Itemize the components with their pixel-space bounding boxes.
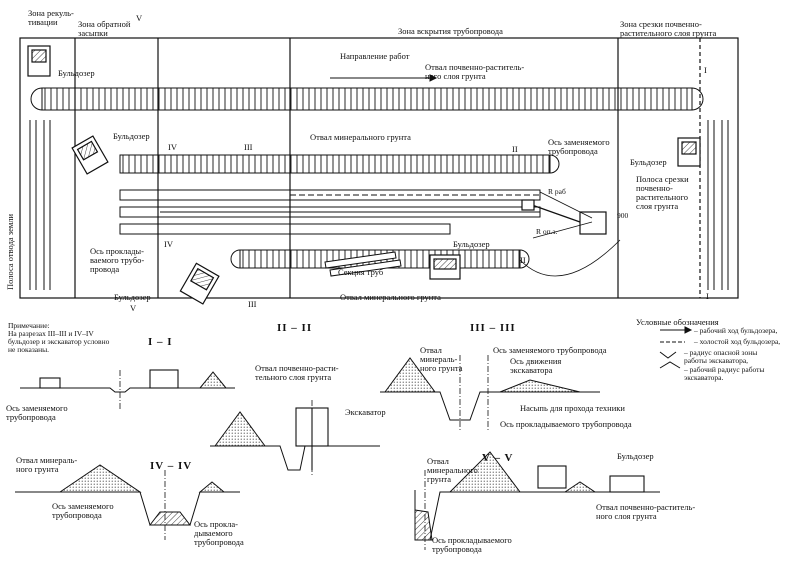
section-1-title: I – I (148, 336, 173, 348)
section-4-dump: Отвал минераль- ного грунта (16, 455, 78, 474)
bulldozer-label-2: Бульдозер (113, 131, 150, 141)
trench-lines (119, 189, 541, 235)
mark-I-top: I (704, 65, 707, 75)
mark-V-top: V (136, 13, 143, 23)
excavator-plan (521, 199, 607, 235)
section-3-laid: Ось прокладываемого трубопровода (500, 419, 632, 429)
section-5-laid: Ось прокладываемого трубопровода (432, 535, 512, 554)
bulldozer-label-1: Бульдозер (58, 68, 95, 78)
section-4-laid: Ось прокла- дываемого трубопровода (194, 519, 244, 547)
radius-arcs (519, 191, 621, 277)
note-text: Примечание: На разрезах III–III и IV–IV … (8, 321, 110, 354)
cross-section-mounds (58, 357, 597, 541)
replaced-axis-label: Ось заменяемого трубопровода (548, 137, 610, 156)
section-3-title: III – III (470, 322, 516, 334)
bulldozer-label-5: Бульдозер (114, 292, 151, 302)
topsoil-dump-strip (30, 87, 704, 111)
work-direction-label: Направление работ (340, 51, 410, 61)
mark-II-top: II (512, 144, 518, 154)
topsoil-dump-label: Отвал почвенно-раститель- ного слоя грун… (425, 62, 525, 81)
mark-IV-top: IV (168, 142, 177, 152)
legend-title: Условные обозначения (636, 317, 719, 327)
legend-work-radius: – рабочий радиус работы экскаватора. (684, 365, 765, 382)
section-5-bulldozer: Бульдозер (617, 451, 654, 461)
bulldozer-label-3: Бульдозер (630, 157, 667, 167)
pipe-section (324, 251, 402, 277)
plan-frame (19, 37, 739, 299)
bulldozer-right (677, 137, 701, 167)
bulldozer-center (429, 254, 461, 280)
r-danger-label: R оп.з. (536, 227, 558, 236)
zone-topsoil-cut: Зона срезки почвенно- растительного слоя… (620, 19, 717, 38)
section-1-axis: Ось заменяемого трубопровода (6, 403, 68, 422)
section-4-title: IV – IV (150, 460, 193, 472)
section-2-excavator: Экскаватор (345, 407, 386, 417)
legend-idle-run: – холостой ход бульдозера, (694, 337, 781, 346)
section-3-move-axis: Ось движения экскаватора (510, 356, 562, 375)
zone-recultivation: Зона рекуль- тивации (28, 8, 74, 27)
section-3-dump: Отвал минераль- ного грунта (420, 345, 463, 373)
laid-axis-label: Ось проклады- ваемого трубо- провода (90, 246, 145, 274)
mark-V-bottom: V (130, 303, 137, 313)
bulldozer-left-angle (71, 135, 109, 175)
mark-III-bottom: III (248, 299, 257, 309)
pipe-section-label: Секция труб (338, 267, 384, 277)
right-of-way-label: Полоса отвода земли (5, 213, 15, 290)
bulldozer-top-left (27, 45, 51, 77)
r-work-label: R раб (548, 187, 566, 196)
section-5-dump: Отвал минерального грунта (427, 456, 478, 484)
mineral-dump-upper-strip (119, 154, 560, 174)
section-5-title: V – V (482, 452, 514, 464)
mark-II-bottom: II (520, 255, 526, 265)
mark-I-bottom: I (706, 291, 709, 301)
bulldozer-label-4: Бульдозер (453, 239, 490, 249)
section-3-replaced: Ось заменяемого трубопровода (493, 345, 607, 355)
recultivation-stripes (29, 120, 729, 290)
direction-arrow (330, 74, 438, 82)
mineral-dump-top-label: Отвал минерального грунта (310, 132, 411, 142)
mark-III-top: III (244, 142, 253, 152)
zone-backfill: Зона обратной засыпки (78, 19, 131, 38)
strip-label: Полоса срезки почвенно- растительного сл… (636, 174, 689, 211)
section-2-dump: Отвал почвенно-расти- тельного слоя грун… (255, 363, 339, 382)
bulldozer-bottom (179, 262, 220, 305)
zone-opening: Зона вскрытия трубопровода (398, 26, 503, 36)
section-5-topsoil: Отвал почвенно-раститель- ного слоя грун… (596, 502, 696, 521)
section-2-title: II – II (277, 322, 313, 334)
section-4-replaced: Ось заменяемого трубопровода (52, 501, 114, 520)
mineral-dump-bottom-label: Отвал минерального грунта (340, 292, 441, 302)
axis-lines (119, 355, 489, 550)
section-3-embankment: Насыпь для прохода техники (520, 403, 625, 413)
legend-danger-radius: – радиус опасной зоны работы экскаватора… (684, 348, 758, 365)
legend-work-run: – рабочий ход бульдозера, (694, 326, 778, 335)
legend-symbols (659, 326, 693, 369)
dim-900-label: 900 (617, 211, 629, 220)
mark-IV-bottom: IV (164, 239, 173, 249)
cross-section-machines (39, 369, 645, 493)
